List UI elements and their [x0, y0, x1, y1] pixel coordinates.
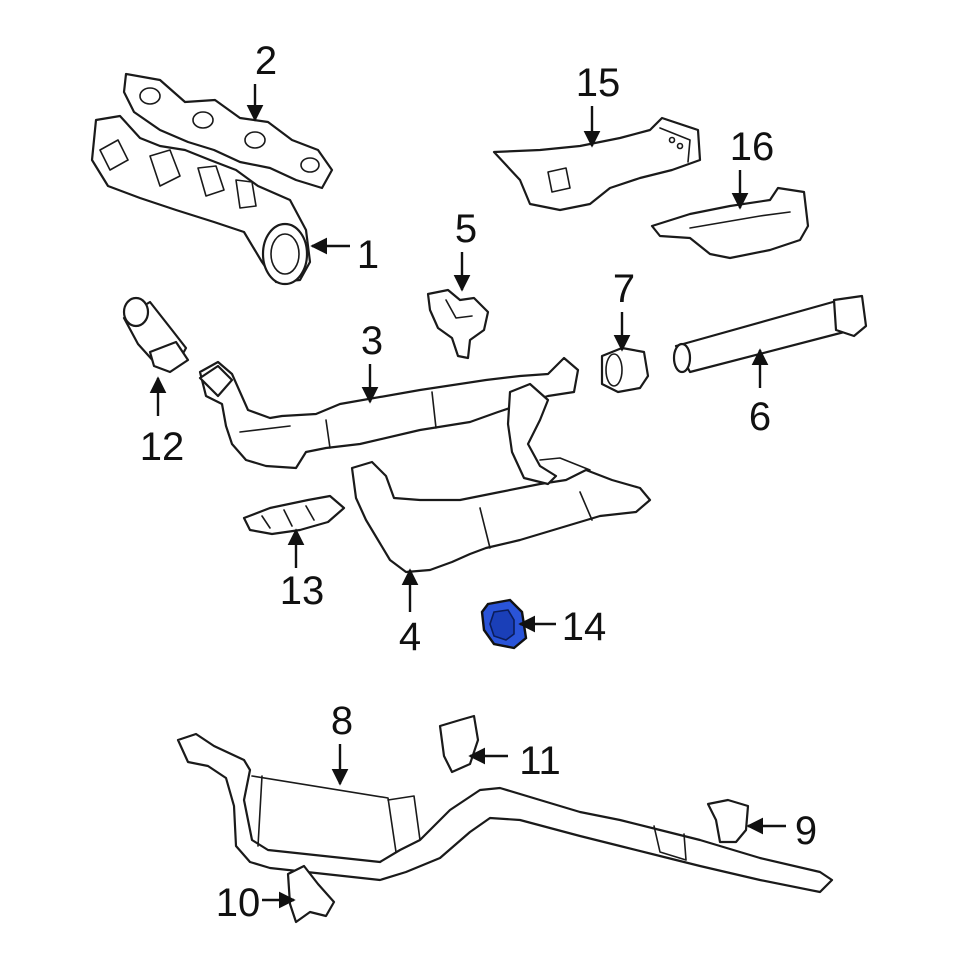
- callout-7[interactable]: 7: [613, 267, 635, 311]
- callout-16[interactable]: 16: [730, 125, 775, 169]
- part-10-hanger[interactable]: [286, 864, 336, 924]
- callout-9[interactable]: 9: [795, 809, 817, 853]
- part-12-pipe-end[interactable]: [122, 296, 190, 374]
- callout-6[interactable]: 6: [749, 395, 771, 439]
- part-14-gasket[interactable]: [480, 598, 528, 650]
- callout-14[interactable]: 14: [562, 605, 607, 649]
- part-9-hanger[interactable]: [706, 798, 750, 844]
- part-15-heat-shield[interactable]: [492, 116, 702, 212]
- part-6-pipe[interactable]: [672, 294, 868, 374]
- part-8-muffler-assembly[interactable]: [176, 732, 834, 894]
- part-2-manifold-gasket[interactable]: [122, 72, 334, 190]
- part-16-heat-shield[interactable]: [650, 186, 810, 260]
- part-7-clamp[interactable]: [600, 346, 650, 394]
- part-1-exhaust-manifold[interactable]: [90, 114, 312, 286]
- callout-11[interactable]: 11: [519, 739, 561, 783]
- part-5-hanger-bracket[interactable]: [426, 288, 490, 360]
- part-4-catalytic-converter[interactable]: [350, 382, 652, 574]
- callout-3[interactable]: 3: [361, 319, 383, 363]
- callout-labels: 2 1 15 16 5 7 6 3 12 13 4 14 8 11 9 10: [140, 39, 817, 925]
- callout-1[interactable]: 1: [357, 233, 379, 277]
- callout-5[interactable]: 5: [455, 207, 477, 251]
- part-3-catalytic-converter[interactable]: [198, 356, 580, 470]
- callout-8[interactable]: 8: [331, 699, 353, 743]
- part-11-hanger[interactable]: [438, 714, 480, 774]
- callout-12[interactable]: 12: [140, 425, 185, 469]
- leader-lines: [149, 84, 786, 909]
- callout-4[interactable]: 4: [399, 615, 421, 659]
- callout-13[interactable]: 13: [280, 569, 325, 613]
- part-13-heat-shield[interactable]: [242, 494, 346, 536]
- callout-2[interactable]: 2: [255, 39, 277, 83]
- callout-15[interactable]: 15: [576, 61, 621, 105]
- callout-10[interactable]: 10: [216, 881, 261, 925]
